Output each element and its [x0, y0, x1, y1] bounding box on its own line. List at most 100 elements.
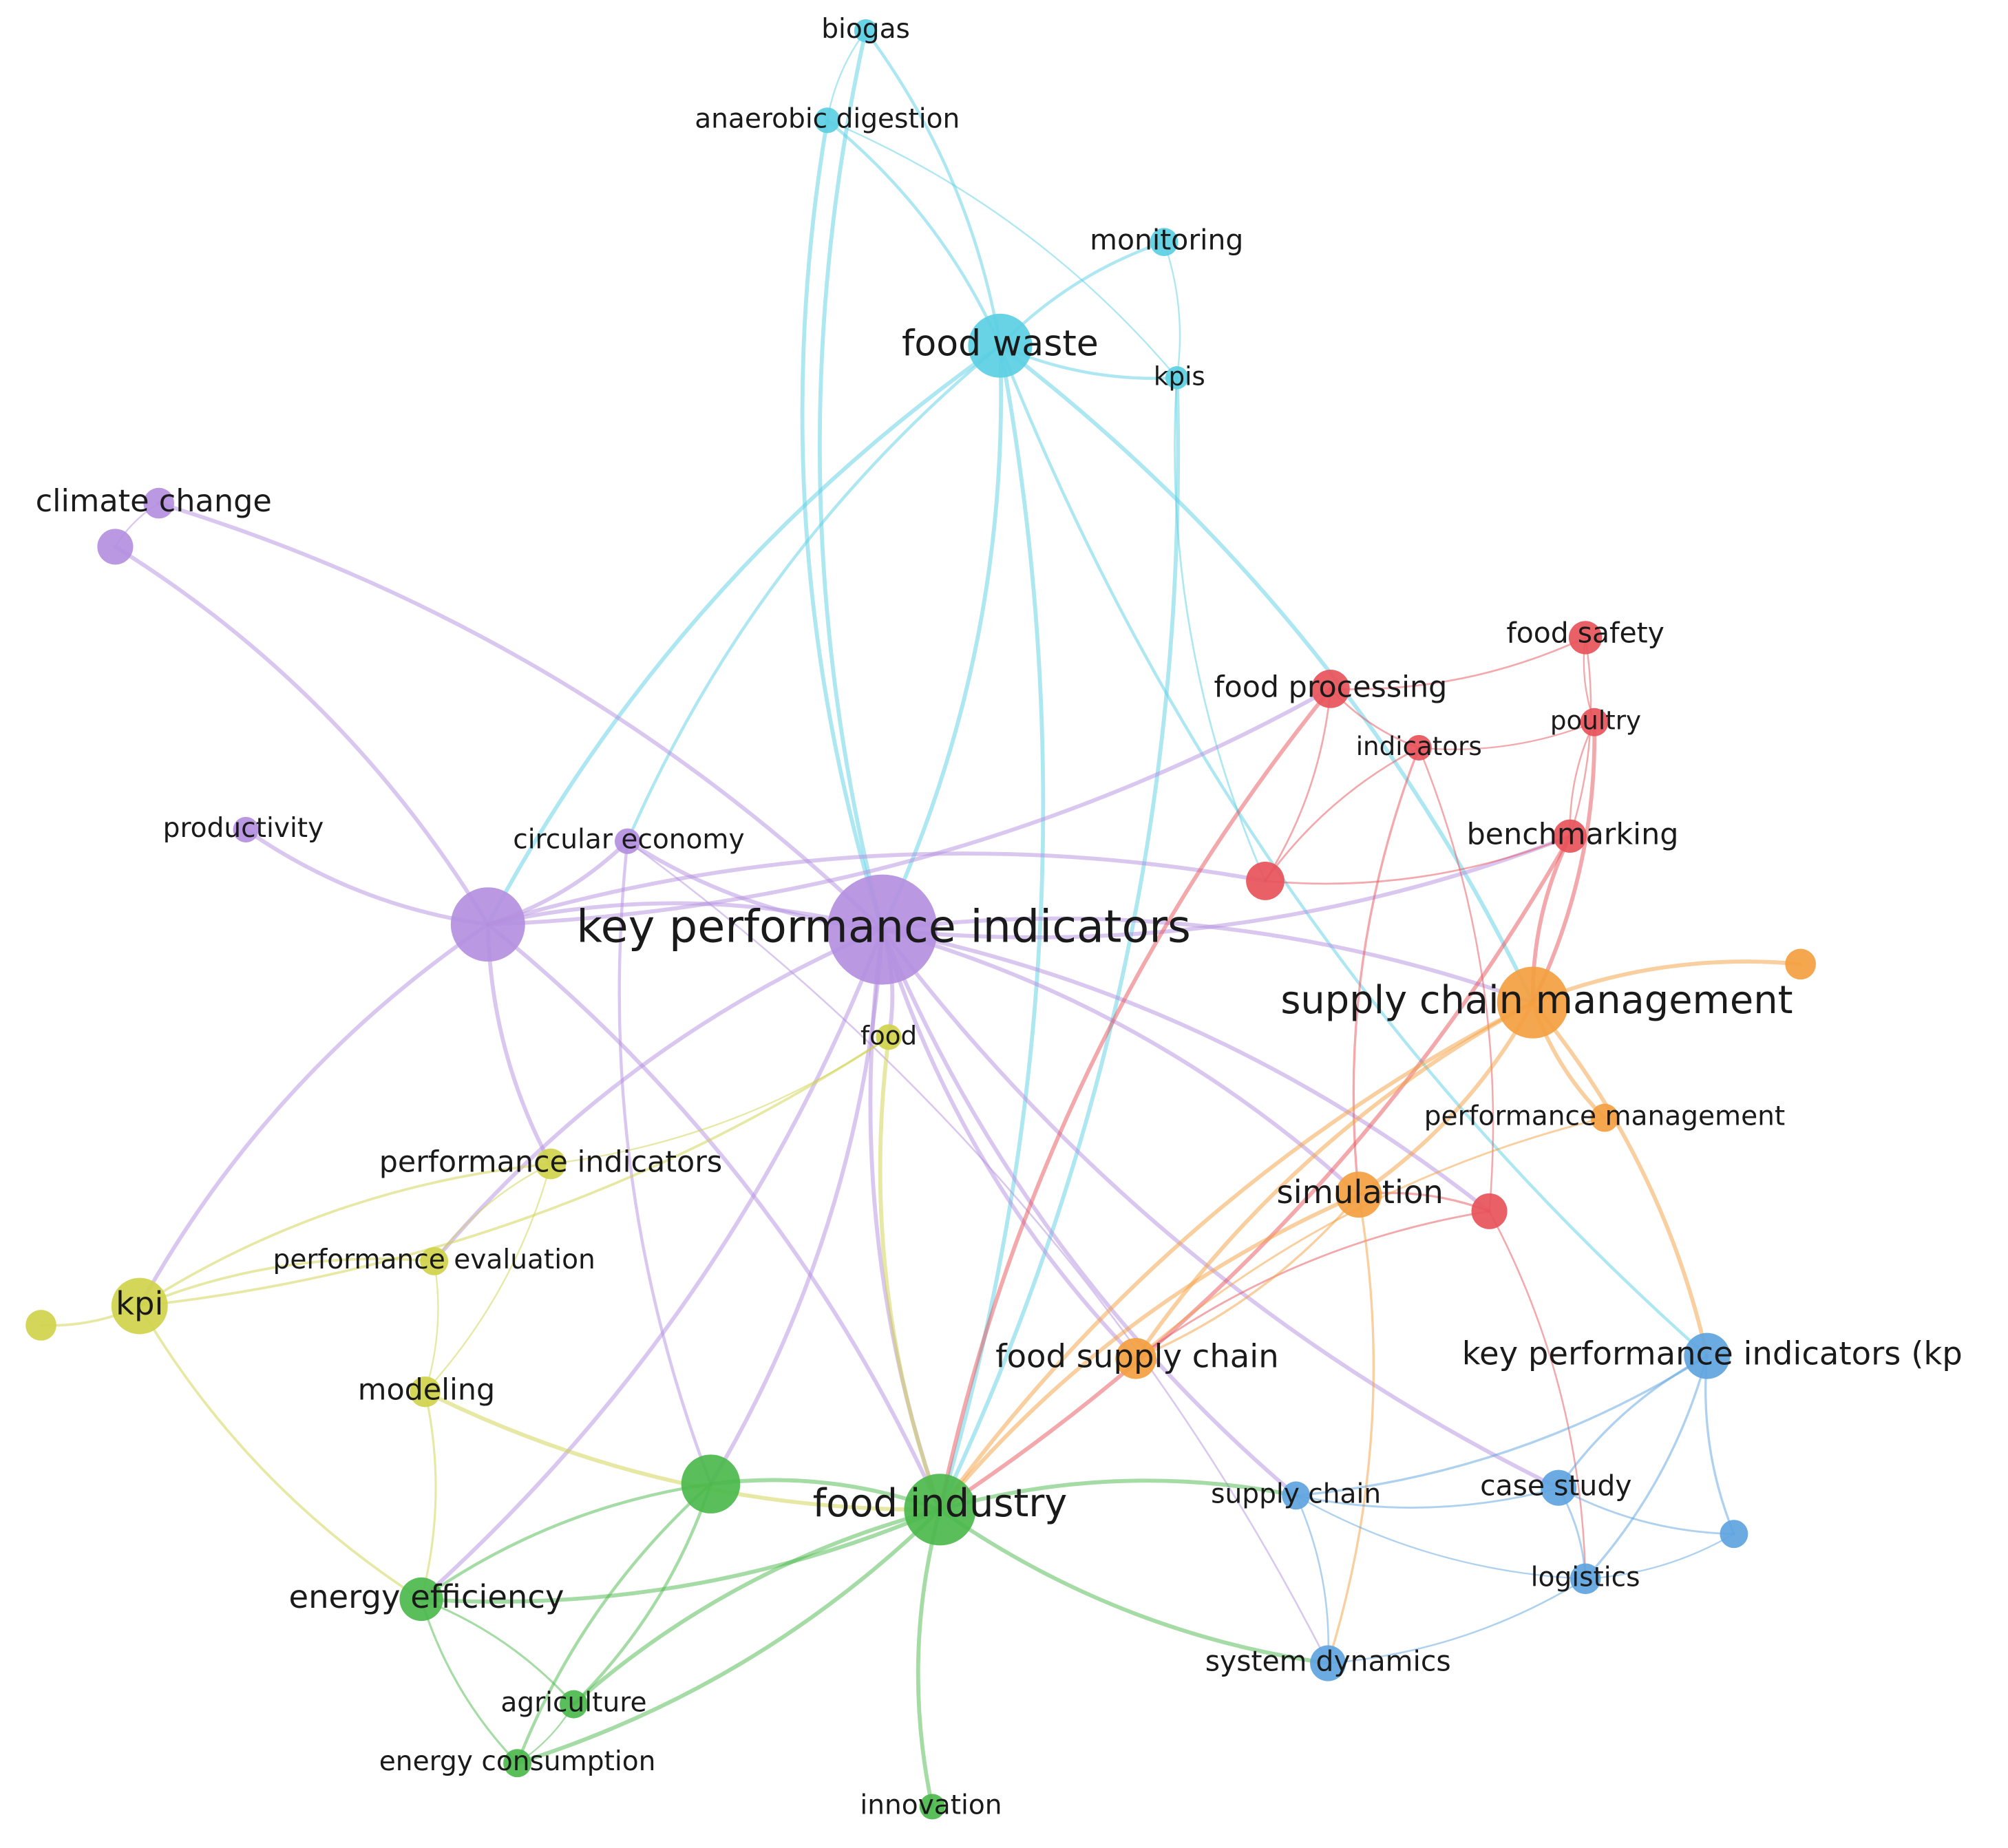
node-energy-consumption[interactable]	[503, 1749, 532, 1778]
node-green-unlabeled[interactable]	[681, 1454, 741, 1514]
node-red-unlabeled-1[interactable]	[1246, 862, 1285, 900]
node-food-safety[interactable]	[1568, 621, 1603, 655]
label-energy-consumption: energy consumption	[379, 1746, 656, 1777]
edge-supply-chain-case-study	[1295, 1487, 1560, 1509]
node-key-performance-indicators[interactable]	[827, 874, 938, 985]
edge-red-unlabeled-2-logistics	[1488, 1210, 1587, 1580]
node-monitoring[interactable]	[1150, 228, 1179, 257]
node-poultry[interactable]	[1580, 708, 1609, 736]
edge-supply-chain-system-dynamics	[1295, 1494, 1329, 1664]
edge-purple-big-key-performance-indicators	[485, 901, 885, 932]
node-kpi[interactable]	[111, 1277, 168, 1335]
edge-key-performance-indicators-case-study	[880, 927, 1561, 1490]
node-food-waste[interactable]	[968, 313, 1033, 378]
node-climate-change[interactable]	[143, 487, 175, 519]
edge-benchmarking-red-unlabeled-1	[1264, 835, 1572, 885]
label-case-study: case study	[1480, 1469, 1631, 1502]
edge-poultry-supply-chain-management	[1530, 720, 1597, 1005]
node-purple-unlabeled[interactable]	[97, 529, 134, 565]
node-yellow-unlabeled[interactable]	[25, 1310, 56, 1341]
node-layer	[25, 19, 1816, 1820]
node-food-industry[interactable]	[904, 1474, 976, 1546]
label-kpi: kpi	[116, 1285, 163, 1322]
edge-key-performance-indicators-food-supply-chain	[880, 927, 1139, 1361]
node-performance-indicators[interactable]	[535, 1148, 567, 1180]
node-anaerobic-digestion[interactable]	[814, 107, 841, 134]
node-blue-unlabeled[interactable]	[1720, 1520, 1748, 1549]
label-system-dynamics: system dynamics	[1205, 1645, 1451, 1678]
edge-supply-chain-logistics	[1295, 1494, 1587, 1580]
edge-food-industry-agriculture	[571, 1507, 942, 1706]
node-logistics[interactable]	[1570, 1563, 1601, 1595]
edge-green-unlabeled-energy-consumption	[516, 1482, 712, 1765]
label-anaerobic-digestion: anaerobic digestion	[695, 103, 960, 134]
edge-food-waste-key-performance-indicators	[880, 343, 1004, 932]
edge-simulation-system-dynamics	[1327, 1193, 1375, 1665]
edge-red-unlabeled-2-food-supply-chain	[1134, 1210, 1490, 1360]
edge-purple-big-food-industry	[485, 922, 942, 1512]
edge-food-kpi	[138, 1036, 890, 1308]
node-modeling[interactable]	[410, 1376, 441, 1408]
node-benchmarking[interactable]	[1553, 819, 1587, 853]
edge-kpis-red-unlabeled-1	[1174, 376, 1267, 882]
node-innovation[interactable]	[919, 1794, 945, 1820]
label-kpis: kpis	[1154, 361, 1205, 391]
node-simulation[interactable]	[1335, 1171, 1382, 1218]
edge-supply-chain-management-key-performance-indicators-kp	[1530, 1000, 1709, 1358]
edge-indicators-simulation	[1352, 746, 1420, 1196]
node-orange-unlabeled[interactable]	[1785, 948, 1816, 980]
edge-food-waste-supply-chain-management	[998, 343, 1535, 1005]
edge-anaerobic-digestion-food-waste	[825, 118, 1002, 348]
edge-key-performance-indicators-kp-logistics	[1584, 1355, 1709, 1580]
node-biogas[interactable]	[854, 19, 878, 43]
node-productivity[interactable]	[233, 816, 259, 843]
edge-key-performance-indicators-supply-chain	[880, 927, 1298, 1498]
node-agriculture[interactable]	[559, 1690, 588, 1719]
label-biogas: biogas	[821, 14, 910, 45]
node-food-processing[interactable]	[1311, 669, 1350, 708]
label-productivity: productivity	[163, 813, 324, 844]
node-case-study[interactable]	[1540, 1469, 1577, 1506]
node-key-performance-indicators-kp[interactable]	[1684, 1332, 1731, 1379]
edge-green-unlabeled-energy-efficiency	[419, 1482, 712, 1601]
edge-supply-chain-management-orange-unlabeled	[1530, 959, 1803, 1005]
node-supply-chain[interactable]	[1282, 1481, 1311, 1510]
label-poultry: poultry	[1550, 705, 1641, 736]
edge-key-performance-indicators-simulation	[880, 927, 1361, 1197]
label-supply-chain-management: supply chain management	[1280, 978, 1793, 1023]
label-food-safety: food safety	[1506, 617, 1664, 650]
edge-logistics-system-dynamics	[1327, 1578, 1587, 1664]
node-energy-efficiency[interactable]	[399, 1577, 443, 1622]
node-kpis[interactable]	[1165, 366, 1189, 390]
edge-circular-economy-green-unlabeled	[617, 840, 712, 1486]
label-circular-economy: circular economy	[513, 825, 744, 856]
node-purple-big[interactable]	[450, 887, 525, 962]
node-red-unlabeled-2[interactable]	[1471, 1193, 1508, 1229]
label-key-performance-indicators: key performance indicators	[576, 902, 1191, 953]
edge-purple-unlabeled-purple-big	[113, 544, 490, 927]
edge-food-processing-red-unlabeled-1	[1264, 688, 1332, 882]
edge-indicators-red-unlabeled-1	[1264, 747, 1420, 882]
node-system-dynamics[interactable]	[1310, 1645, 1346, 1681]
node-supply-chain-management[interactable]	[1497, 966, 1569, 1039]
label-key-performance-indicators-kp: key performance indicators (kp	[1462, 1335, 1963, 1372]
node-circular-economy[interactable]	[614, 828, 641, 854]
edge-key-performance-indicators-kp-blue-unlabeled	[1704, 1355, 1735, 1536]
node-performance-management[interactable]	[1590, 1103, 1619, 1132]
edge-benchmarking-food-industry	[938, 833, 1572, 1512]
edge-kpis-food-industry	[938, 375, 1181, 1512]
edge-monitoring-kpis	[1163, 241, 1181, 379]
edge-performance-indicators-performance-evaluation	[433, 1162, 552, 1262]
edge-food-industry-energy-consumption	[515, 1507, 942, 1765]
node-food-supply-chain[interactable]	[1115, 1338, 1156, 1379]
node-food[interactable]	[876, 1024, 902, 1050]
edge-food-industry-system-dynamics	[938, 1507, 1331, 1666]
edge-biogas-key-performance-indicators	[817, 28, 885, 932]
edge-food-waste-purple-big	[485, 343, 1002, 927]
node-indicators[interactable]	[1406, 734, 1432, 761]
edge-modeling-energy-efficiency	[420, 1390, 437, 1601]
node-performance-evaluation[interactable]	[420, 1246, 449, 1275]
label-supply-chain: supply chain	[1211, 1478, 1381, 1509]
edge-performance-indicators-modeling	[424, 1162, 552, 1393]
